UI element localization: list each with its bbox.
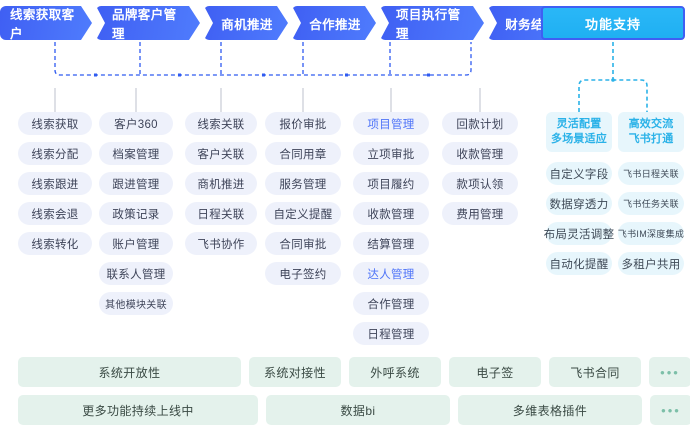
support-pill[interactable]: 自动化提醒 (546, 252, 612, 275)
feature-pill[interactable]: 政策记录 (99, 202, 173, 225)
feature-pill[interactable]: 报价审批 (265, 112, 341, 135)
support-pill[interactable]: 自定义字段 (546, 162, 612, 185)
feature-pill[interactable]: 款项认领 (442, 172, 518, 195)
feature-pill[interactable]: 收款管理 (442, 142, 518, 165)
support-pill[interactable]: 多租户共用 (618, 252, 684, 275)
feature-pill[interactable]: 商机推进 (185, 172, 257, 195)
support-banner-label: 功能支持 (584, 16, 641, 32)
support-header-line2: 多场景适应 (551, 133, 607, 145)
bottom-card[interactable]: 系统对接性 (249, 357, 341, 387)
feature-column-3: 线索关联客户关联商机推进日程关联飞书协作 (185, 112, 257, 255)
feature-pill[interactable]: 线索会退 (18, 202, 92, 225)
feature-pill[interactable]: 线索分配 (18, 142, 92, 165)
feature-pill[interactable]: 日程关联 (185, 202, 257, 225)
more-options-button[interactable]: ••• (649, 357, 690, 387)
bottom-card[interactable]: 数据bi (266, 395, 450, 425)
support-pill[interactable]: 飞书任务关联 (618, 192, 684, 215)
feature-column-5: 项目管理立项审批项目履约收款管理结算管理达人管理合作管理日程管理 (353, 112, 429, 345)
support-pill[interactable]: 布局灵活调整 (544, 222, 614, 245)
feature-pill[interactable]: 项目管理 (353, 112, 429, 135)
feature-pill[interactable]: 回款计划 (442, 112, 518, 135)
stage-label: 合作推进 (309, 17, 361, 32)
feature-pill[interactable]: 合同用章 (265, 142, 341, 165)
feature-column-4: 报价审批合同用章服务管理自定义提醒合同审批电子签约 (265, 112, 341, 285)
stage-label: 商机推进 (221, 17, 273, 32)
stage-chevron-1[interactable]: 线索获取客户 (0, 6, 92, 40)
feature-column-2: 客户360 档案管理跟进管理政策记录账户管理联系人管理其他模块关联 (99, 112, 173, 315)
feature-pill[interactable]: 项目履约 (353, 172, 429, 195)
feature-pill[interactable]: 合同审批 (265, 232, 341, 255)
feature-pill[interactable]: 结算管理 (353, 232, 429, 255)
bottom-card[interactable]: 飞书合同 (549, 357, 641, 387)
feature-pill[interactable]: 日程管理 (353, 322, 429, 345)
feature-pill[interactable]: 档案管理 (99, 142, 173, 165)
feature-pill[interactable]: 其他模块关联 (99, 292, 173, 315)
feature-pill[interactable]: 联系人管理 (99, 262, 173, 285)
stage-chevron-3[interactable]: 商机推进 (204, 6, 288, 40)
stage-label: 项目执行管理 (396, 8, 461, 41)
feature-pill[interactable]: 线索关联 (185, 112, 257, 135)
stage-label: 品牌客户管理 (112, 8, 177, 41)
support-group-1: 灵活配置多场景适应自定义字段数据穿透力布局灵活调整自动化提醒 (544, 112, 614, 275)
feature-pill[interactable]: 飞书协作 (185, 232, 257, 255)
feature-pill[interactable]: 电子签约 (265, 262, 341, 285)
feature-column-6: 回款计划收款管理款项认领费用管理 (442, 112, 518, 225)
support-pill[interactable]: 数据穿透力 (546, 192, 612, 215)
feature-pill[interactable]: 线索跟进 (18, 172, 92, 195)
support-group-2: 高效交流飞书打通飞书日程关联飞书任务关联飞书IM深度集成多租户共用 (618, 112, 684, 275)
feature-pill[interactable]: 线索转化 (18, 232, 92, 255)
feature-pill[interactable]: 服务管理 (265, 172, 341, 195)
bottom-row-1: 系统开放性系统对接性外呼系统电子签飞书合同 ••• (18, 357, 690, 387)
support-banner-button[interactable]: 功能支持 (541, 6, 685, 40)
support-pill[interactable]: 飞书IM深度集成 (618, 222, 684, 245)
feature-pill[interactable]: 立项审批 (353, 142, 429, 165)
feature-pill[interactable]: 跟进管理 (99, 172, 173, 195)
stage-chevron-5[interactable]: 项目执行管理 (380, 6, 484, 40)
support-header-line1: 高效交流 (628, 118, 674, 130)
feature-pill[interactable]: 线索获取 (18, 112, 92, 135)
feature-pill[interactable]: 客户360 (99, 112, 173, 135)
support-group-header[interactable]: 高效交流飞书打通 (618, 112, 684, 152)
bottom-card[interactable]: 电子签 (449, 357, 541, 387)
stage-chevron-4[interactable]: 合作推进 (292, 6, 376, 40)
feature-pill[interactable]: 自定义提醒 (265, 202, 341, 225)
feature-pill[interactable]: 费用管理 (442, 202, 518, 225)
feature-column-1: 线索获取线索分配线索跟进线索会退线索转化 (18, 112, 92, 255)
bottom-card[interactable]: 外呼系统 (349, 357, 441, 387)
support-group-header[interactable]: 灵活配置多场景适应 (546, 112, 612, 152)
bottom-row-2: 更多功能持续上线中数据bi 多维表格插件 ••• (18, 395, 690, 425)
support-header-line2: 飞书打通 (628, 133, 674, 145)
support-pill[interactable]: 飞书日程关联 (618, 162, 684, 185)
bottom-card[interactable]: 系统开放性 (18, 357, 241, 387)
support-header-line1: 灵活配置 (556, 118, 602, 130)
more-options-button[interactable]: ••• (650, 395, 690, 425)
feature-pill[interactable]: 达人管理 (353, 262, 429, 285)
feature-pill[interactable]: 账户管理 (99, 232, 173, 255)
feature-pill[interactable]: 收款管理 (353, 202, 429, 225)
stage-label: 线索获取客户 (10, 8, 75, 41)
stage-banner: 线索获取客户品牌客户管理商机推进合作推进项目执行管理财务结算 (0, 6, 576, 40)
feature-pill[interactable]: 合作管理 (353, 292, 429, 315)
feature-pill[interactable]: 客户关联 (185, 142, 257, 165)
bottom-card[interactable]: 多维表格插件 (458, 395, 642, 425)
stage-chevron-2[interactable]: 品牌客户管理 (96, 6, 200, 40)
bottom-card[interactable]: 更多功能持续上线中 (18, 395, 258, 425)
